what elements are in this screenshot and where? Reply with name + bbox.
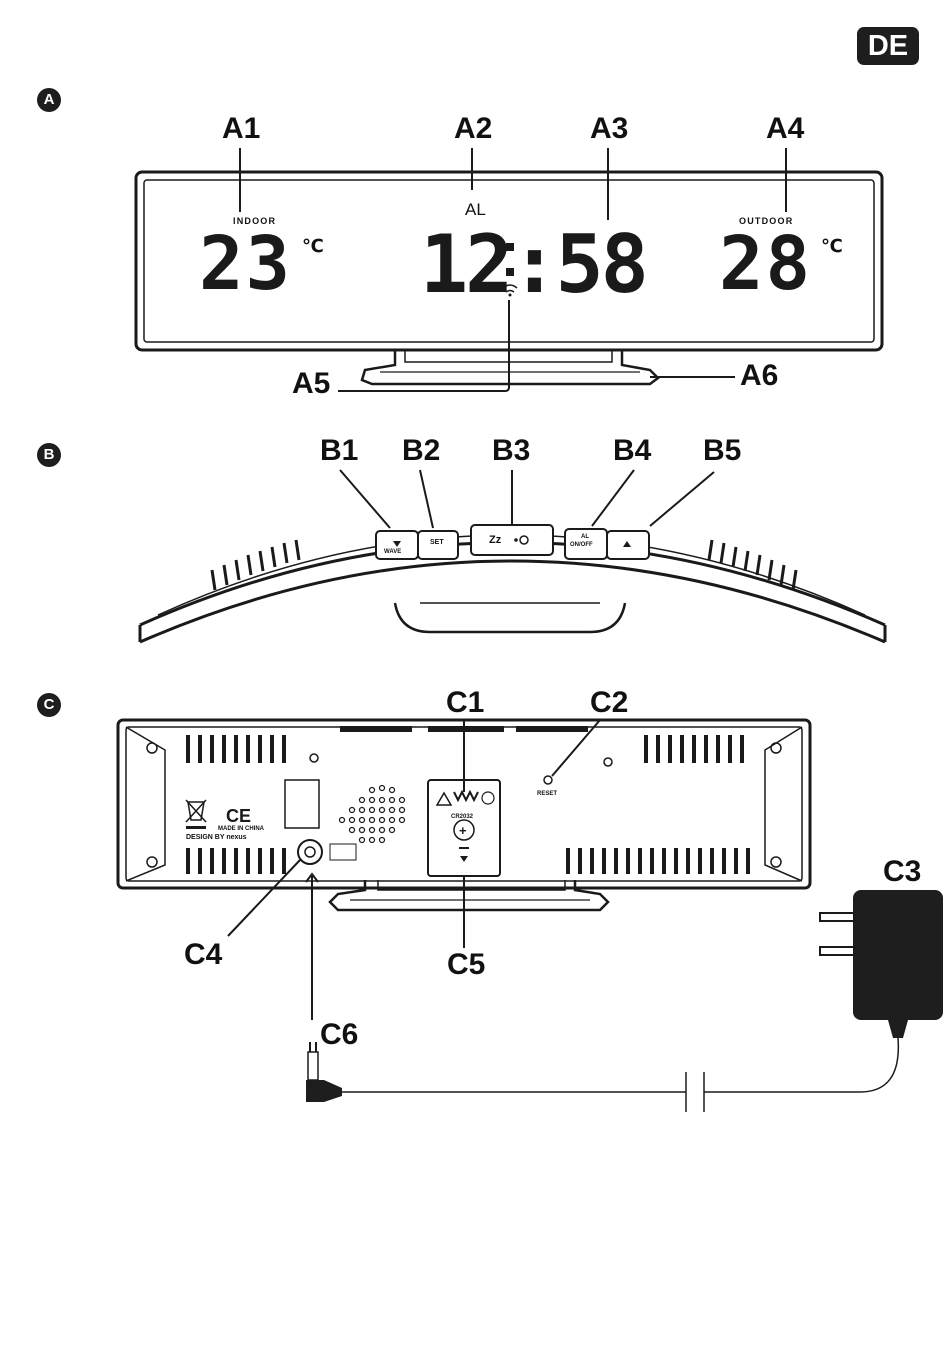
callout-c2: C2 xyxy=(590,688,628,718)
alarm-button-label-bottom: ON/OFF xyxy=(570,542,593,548)
indoor-unit: ℃ xyxy=(302,236,324,257)
back-view-drawing: CE + xyxy=(0,680,950,1120)
callout-a1: A1 xyxy=(222,114,260,144)
alarm-button-label-top: AL xyxy=(581,534,589,540)
set-button-label: SET xyxy=(430,539,444,546)
callout-a2: A2 xyxy=(454,114,492,144)
callout-c5: C5 xyxy=(447,950,485,980)
callout-c6: C6 xyxy=(320,1020,358,1050)
callout-b5: B5 xyxy=(703,436,741,466)
snooze-button-label: Zz xyxy=(489,534,501,546)
callout-b2: B2 xyxy=(402,436,440,466)
clock-time: 12:58 xyxy=(420,218,646,311)
callout-b4: B4 xyxy=(613,436,651,466)
outdoor-temperature: 28 xyxy=(719,221,812,307)
made-in-label: MADE IN CHINA xyxy=(218,826,264,832)
battery-label: CR2032 xyxy=(451,814,473,820)
alarm-indicator: AL xyxy=(465,200,486,220)
indoor-temperature: 23 xyxy=(199,221,292,307)
svg-text:CE: CE xyxy=(226,806,251,826)
svg-text:+: + xyxy=(459,823,467,838)
top-view-drawing xyxy=(0,420,950,660)
design-by-label: DESIGN BY nexus xyxy=(186,834,247,841)
callout-c4: C4 xyxy=(184,940,222,970)
callout-c3: C3 xyxy=(883,857,921,887)
reset-label: RESET xyxy=(537,791,557,797)
callout-a5: A5 xyxy=(292,369,330,399)
callout-a6: A6 xyxy=(740,361,778,391)
callout-b1: B1 xyxy=(320,436,358,466)
callout-c1: C1 xyxy=(446,688,484,718)
callout-a3: A3 xyxy=(590,114,628,144)
outdoor-unit: ℃ xyxy=(821,236,843,257)
callout-b3: B3 xyxy=(492,436,530,466)
callout-a4: A4 xyxy=(766,114,804,144)
wave-button-label: WAVE xyxy=(384,549,401,555)
